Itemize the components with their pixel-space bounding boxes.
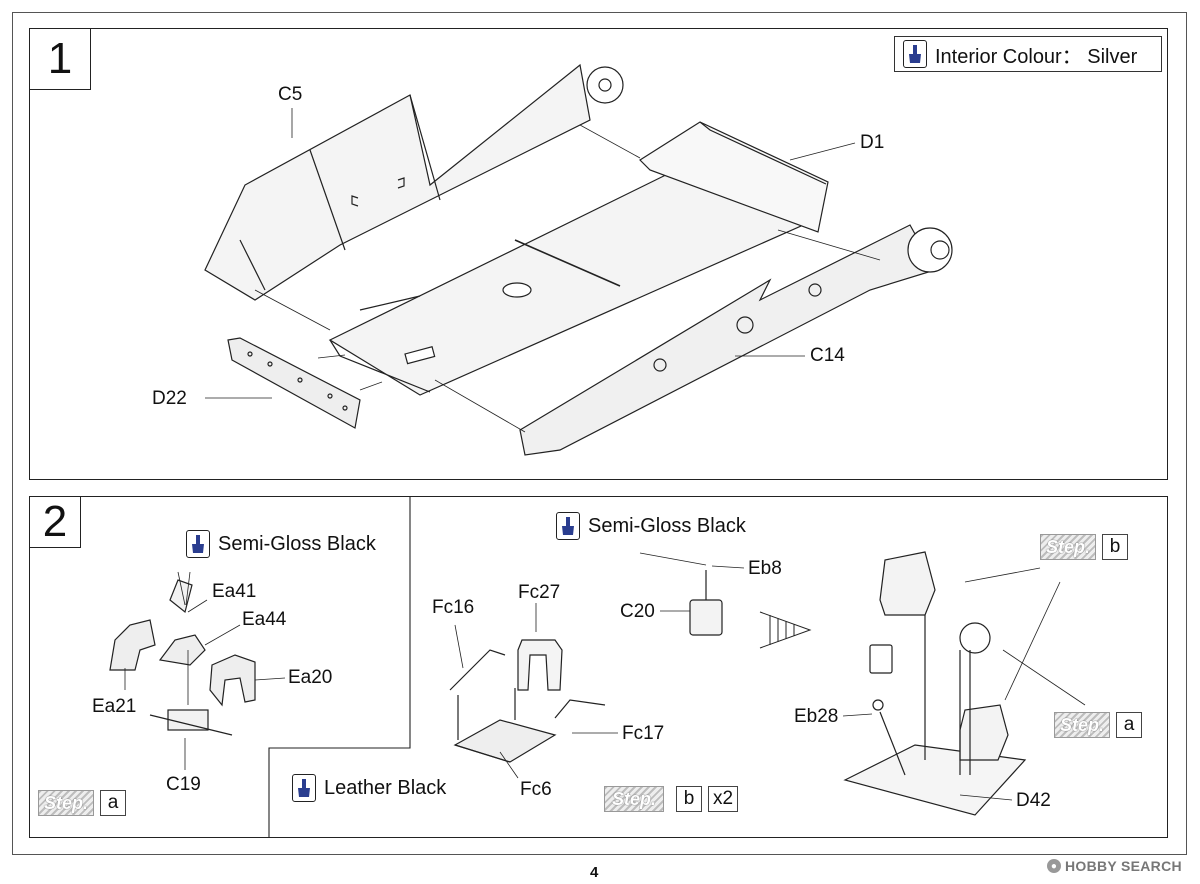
- step-1-paint-note: Interior Colour： Silver: [894, 36, 1162, 72]
- part-label-eb28: Eb28: [794, 706, 839, 727]
- step-2-divider: [268, 496, 411, 838]
- step-ref-badge: Step.: [1040, 534, 1096, 560]
- axle-assembly-drawing: [109, 579, 256, 736]
- step-ref-value: a: [100, 790, 126, 816]
- step-2-frame: [29, 496, 1168, 838]
- step-ref-badge: Step.: [604, 786, 664, 812]
- step-2-right-paint-label-bottom: Leather Black: [324, 776, 447, 799]
- part-label-d42: D42: [1016, 790, 1051, 811]
- part-label-d22: D22: [152, 388, 187, 409]
- assembled-floor-drawing: [843, 551, 1027, 816]
- hobby-search-watermark: ● HOBBY SEARCH: [1047, 858, 1182, 874]
- part-label-c20: C20: [620, 601, 655, 622]
- part-label-fc17: Fc17: [622, 723, 665, 744]
- step-2-number: 2: [29, 496, 81, 548]
- part-label-ea20: Ea20: [288, 667, 333, 688]
- step-2-left-paint-label: Semi-Gloss Black: [218, 532, 376, 555]
- step-1-paint-label: Interior Colour： Silver: [935, 45, 1138, 68]
- step-1-frame: [29, 28, 1168, 480]
- step-ref-value: b: [676, 786, 702, 812]
- part-label-fc6: Fc6: [520, 779, 552, 800]
- step-ref-b-x2: Step. b x2: [604, 786, 739, 812]
- step-ref-value: b: [1102, 534, 1128, 560]
- step-ref-b-right: Step. b: [1040, 534, 1128, 560]
- part-label-c19: C19: [166, 774, 201, 795]
- front-plate-d1-drawing: [639, 121, 829, 233]
- seat-drawing: [449, 639, 606, 763]
- step-ref-value: a: [1116, 712, 1142, 738]
- part-label-d1: D1: [860, 132, 885, 153]
- rear-plate-d22-drawing: [227, 337, 361, 429]
- step-2-right-paint-note-top: Semi-Gloss Black: [556, 512, 746, 540]
- page-border: [12, 12, 1187, 855]
- part-label-ea44: Ea44: [242, 609, 287, 630]
- step-ref-badge: Step.: [1054, 712, 1110, 738]
- part-label-c5: C5: [278, 84, 303, 105]
- step-2-right-paint-label-top: Semi-Gloss Black: [588, 514, 746, 537]
- part-label-fc27: Fc27: [518, 582, 561, 603]
- page-number: 4: [590, 864, 599, 881]
- step-1-number: 1: [29, 28, 91, 90]
- tank-c20-drawing: [639, 552, 745, 636]
- part-label-ea41: Ea41: [212, 581, 257, 602]
- watermark-text: HOBBY SEARCH: [1065, 858, 1182, 874]
- paint-brush-icon: [186, 530, 210, 558]
- part-label-ea21: Ea21: [92, 696, 137, 717]
- part-label-eb8: Eb8: [748, 558, 782, 579]
- step-2-left-paint-note: Semi-Gloss Black: [186, 530, 376, 558]
- step-2-right-paint-note-bottom: Leather Black: [292, 774, 446, 802]
- step-ref-badge: Step.: [38, 790, 94, 816]
- right-wall-c14-drawing: [519, 224, 953, 456]
- left-wall-c5-drawing: [204, 63, 624, 301]
- direction-arrow: [759, 611, 812, 649]
- step-ref-multiplier: x2: [708, 786, 739, 812]
- part-label-c14: C14: [810, 345, 845, 366]
- watermark-logo-icon: ●: [1047, 859, 1061, 873]
- part-label-fc16: Fc16: [432, 597, 475, 618]
- paint-brush-icon: [292, 774, 316, 802]
- paint-brush-icon: [556, 512, 580, 540]
- paint-brush-icon: [903, 40, 927, 68]
- step-ref-a-right: Step. a: [1054, 712, 1142, 738]
- step-ref-a-left: Step. a: [38, 790, 126, 816]
